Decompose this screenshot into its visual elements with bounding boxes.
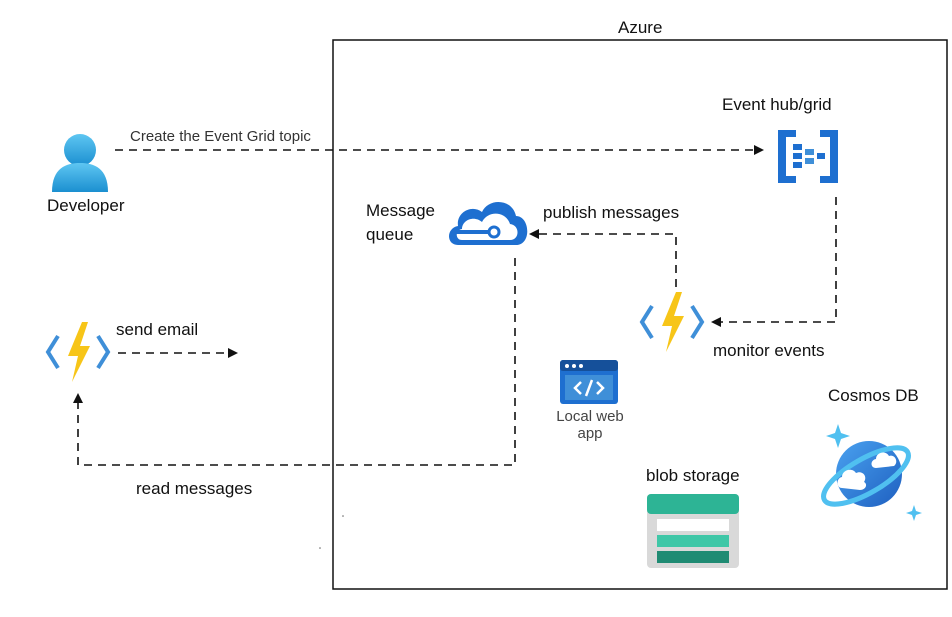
edge-read [73,258,516,466]
blob-storage-label: blob storage [646,466,740,485]
cosmos-db-icon [821,424,922,521]
web-app-icon [560,360,618,404]
edge-publish-label: publish messages [543,203,680,222]
message-queue-label-line1: Message [366,201,435,220]
stray-dot [319,547,321,549]
edge-monitor [711,197,837,327]
local-web-app-label-line2: app [577,425,603,442]
event-hub-label: Event hub/grid [722,95,832,114]
event-grid-icon [778,130,838,183]
local-web-app-label-line1: Local web [556,408,624,425]
azure-container-label: Azure [618,18,663,37]
cloud-queue-icon [449,201,528,245]
azure-boundary [332,39,948,590]
edge-read-label: read messages [136,479,253,498]
azure-function-icon [45,322,111,382]
developer-label: Developer [47,196,125,215]
user-icon [52,134,108,192]
edge-send-email-label: send email [116,320,199,339]
stray-dot [342,515,344,517]
azure-function-icon [639,292,705,352]
message-queue-label-line2: queue [366,225,414,244]
edge-publish [529,229,677,287]
storage-icon [647,494,739,568]
edge-create-topic-label: Create the Event Grid topic [130,128,311,145]
edge-monitor-label: monitor events [713,341,825,360]
cosmos-db-label: Cosmos DB [828,386,919,405]
